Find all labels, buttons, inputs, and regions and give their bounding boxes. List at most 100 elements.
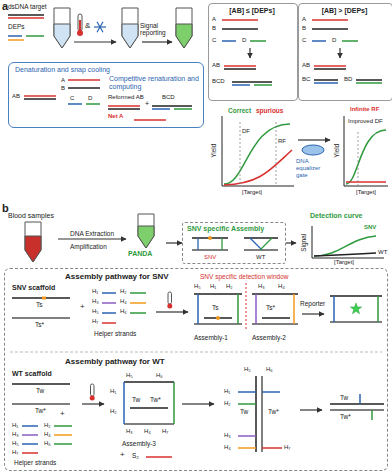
text-label: H₇ (162, 428, 168, 435)
threshold-line (358, 132, 359, 186)
text-label: A (212, 16, 216, 23)
assembly-symbol (250, 238, 262, 250)
dna-strand (12, 376, 384, 457)
text-label: H₁ (224, 388, 230, 395)
dna-strand (130, 302, 146, 304)
dna-strand (312, 19, 348, 21)
dna-strand (68, 103, 82, 105)
process-arrow (339, 48, 340, 58)
dna-strand (12, 403, 70, 405)
dna-strand (26, 35, 44, 37)
text-label: H₅ (126, 372, 133, 379)
text-label: SNV (364, 224, 376, 231)
text-label: spurious (256, 107, 283, 114)
dna-strand (262, 317, 290, 319)
text-label: H₂ (224, 400, 231, 407)
text-label: BCD (162, 94, 175, 101)
test-tube (54, 8, 70, 48)
text-label: H₁ (12, 422, 18, 429)
text-label: Tw* (150, 396, 161, 403)
dna-strand (377, 296, 379, 322)
dna-strand (123, 382, 125, 424)
text-label: H₂ (44, 422, 51, 429)
edge-label: DNA Extraction (69, 230, 115, 237)
text-label: H₃ (12, 431, 19, 438)
dna-strand (371, 410, 373, 420)
text-label: H₃ (126, 428, 133, 435)
dna-strand (238, 447, 256, 449)
text-label: RF (278, 138, 286, 145)
dna-strand (54, 425, 72, 427)
dna-strand (12, 383, 70, 385)
flow-arrow (166, 242, 182, 243)
dna-strand (130, 292, 146, 294)
dna-strand (356, 82, 382, 84)
dna-strand (330, 403, 384, 405)
sample-tube: Blood samples (8, 212, 58, 264)
thermometer-icon (79, 20, 81, 31)
dna-strand (54, 443, 72, 445)
text-label: BCD (212, 78, 225, 85)
dna-strand (152, 105, 192, 107)
text-label: H₂ (110, 408, 117, 415)
dna-strand (12, 293, 382, 324)
text-label: DEPs (8, 23, 25, 30)
text-label: Correct (228, 107, 251, 114)
flow-arrow (58, 238, 126, 239)
text-label: Assembly-3 (122, 440, 156, 447)
dna-strand (12, 317, 70, 319)
dna-strand (54, 434, 72, 436)
text-label: H₁ (210, 283, 216, 290)
dna-strand (238, 435, 256, 437)
dna-strand (261, 376, 263, 452)
text-label: Tw* (268, 408, 279, 415)
text-label: BD (344, 76, 352, 83)
pathway-panel: Assembly pathway for SNVAssembly pathway… (4, 268, 388, 471)
text-label: AB (302, 62, 310, 69)
dna-strand (224, 68, 256, 70)
text-label: [Target] (242, 189, 262, 196)
thermometer-icon (77, 30, 83, 36)
chart-axis (312, 226, 384, 258)
dna-strand (312, 28, 348, 30)
text-label: AB (212, 62, 220, 69)
dna-strand (102, 302, 116, 304)
dna-strand (194, 323, 242, 325)
text-label: Tw (340, 394, 348, 401)
assembly-symbol (244, 237, 278, 238)
text-label: Improved DF (348, 118, 383, 125)
text-label: + (145, 100, 149, 108)
dna-strand (255, 376, 257, 452)
dna-strand (222, 40, 236, 42)
text-label: WT (256, 254, 265, 261)
thermometer-icon (78, 14, 82, 31)
snowflake-icon (94, 22, 106, 32)
dna-strand (68, 87, 100, 89)
process-arrow (74, 41, 116, 42)
text-label: H₃ (92, 298, 99, 305)
chart-curve (314, 253, 376, 256)
dna-strand (24, 95, 56, 97)
dna-strand (102, 312, 116, 314)
thermometer-icon (90, 292, 173, 401)
text-label: AB (12, 93, 20, 100)
test-tube (176, 24, 192, 48)
text-label: SNV (204, 254, 216, 261)
node-heading: [AB] ≤ [DEPs] (209, 7, 295, 15)
dna-strand (108, 105, 140, 107)
dna-strand (8, 14, 44, 16)
dna-strand (356, 79, 382, 81)
threshold-line (240, 122, 241, 186)
assembly-box: SNV specific Assembly (182, 222, 286, 264)
text-label: D (242, 37, 246, 44)
text-label: B (61, 85, 65, 92)
assembly-symbol (192, 236, 278, 250)
text-label: Reporter (300, 300, 325, 307)
assembly-symbol (260, 238, 272, 250)
process-arrow (249, 48, 250, 58)
assembly-symbol (197, 238, 198, 250)
thermometer-icon (90, 396, 95, 401)
dna-strand (124, 423, 174, 425)
text-label: WT (378, 249, 387, 256)
text-label: C (70, 95, 74, 102)
